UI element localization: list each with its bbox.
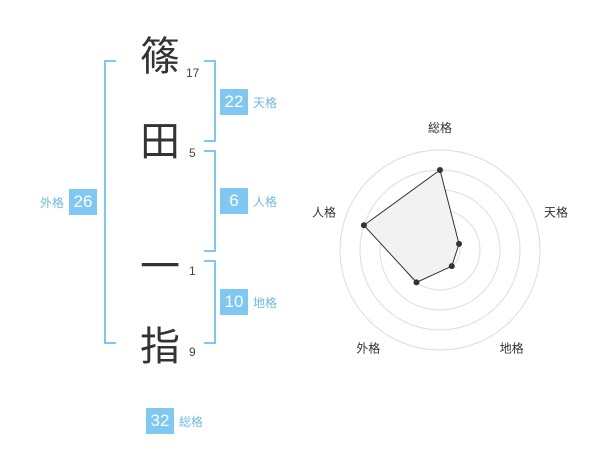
gaikaku-bracket [104,60,116,344]
radar-point-0 [437,167,443,173]
radar-ring-5 [339,149,541,351]
radar-axis-label-4: 人格 [312,204,336,219]
stroke-count-2: 5 [189,146,196,160]
tenkaku-bracket [204,60,216,142]
chikaku-label: 地格 [253,295,278,310]
gaikaku-label: 外格 [40,195,65,210]
soukaku-label: 総格 [179,414,204,429]
soukaku-value: 32 [146,408,174,434]
name-char-4: 指 [140,324,180,370]
soukaku-badge: 32 総格 [146,408,203,434]
stroke-count-1: 17 [186,66,200,80]
gaikaku-value: 26 [69,189,98,215]
stroke-count-4: 9 [189,345,196,359]
radar-point-4 [360,222,367,229]
jinkaku-value: 6 [220,188,248,214]
stroke-count-3: 1 [189,264,196,278]
radar-axis-label-3: 外格 [356,341,380,356]
tenkaku-badge: 22 天格 [220,89,277,115]
gaikaku-badge: 外格 26 [40,189,98,215]
tenkaku-label: 天格 [253,95,278,110]
jinkaku-badge: 6 人格 [220,188,277,214]
radar-series-area [363,169,460,283]
name-char-2: 田 [140,119,180,165]
radar-axis-label-0: 総格 [428,120,452,135]
jinkaku-bracket [204,150,216,252]
chikaku-bracket [204,260,216,344]
radar-point-2 [448,263,455,270]
chikaku-badge: 10 地格 [220,289,277,315]
name-char-3: 一 [140,244,180,290]
radar-axis-label-2: 地格 [500,341,524,356]
radar-point-3 [413,279,420,286]
radar-axis-label-1: 天格 [544,204,568,219]
jinkaku-label: 人格 [253,194,278,209]
chikaku-value: 10 [220,289,248,315]
radar-point-1 [456,240,463,247]
tenkaku-value: 22 [220,89,248,115]
name-char-1: 篠 [140,34,180,80]
